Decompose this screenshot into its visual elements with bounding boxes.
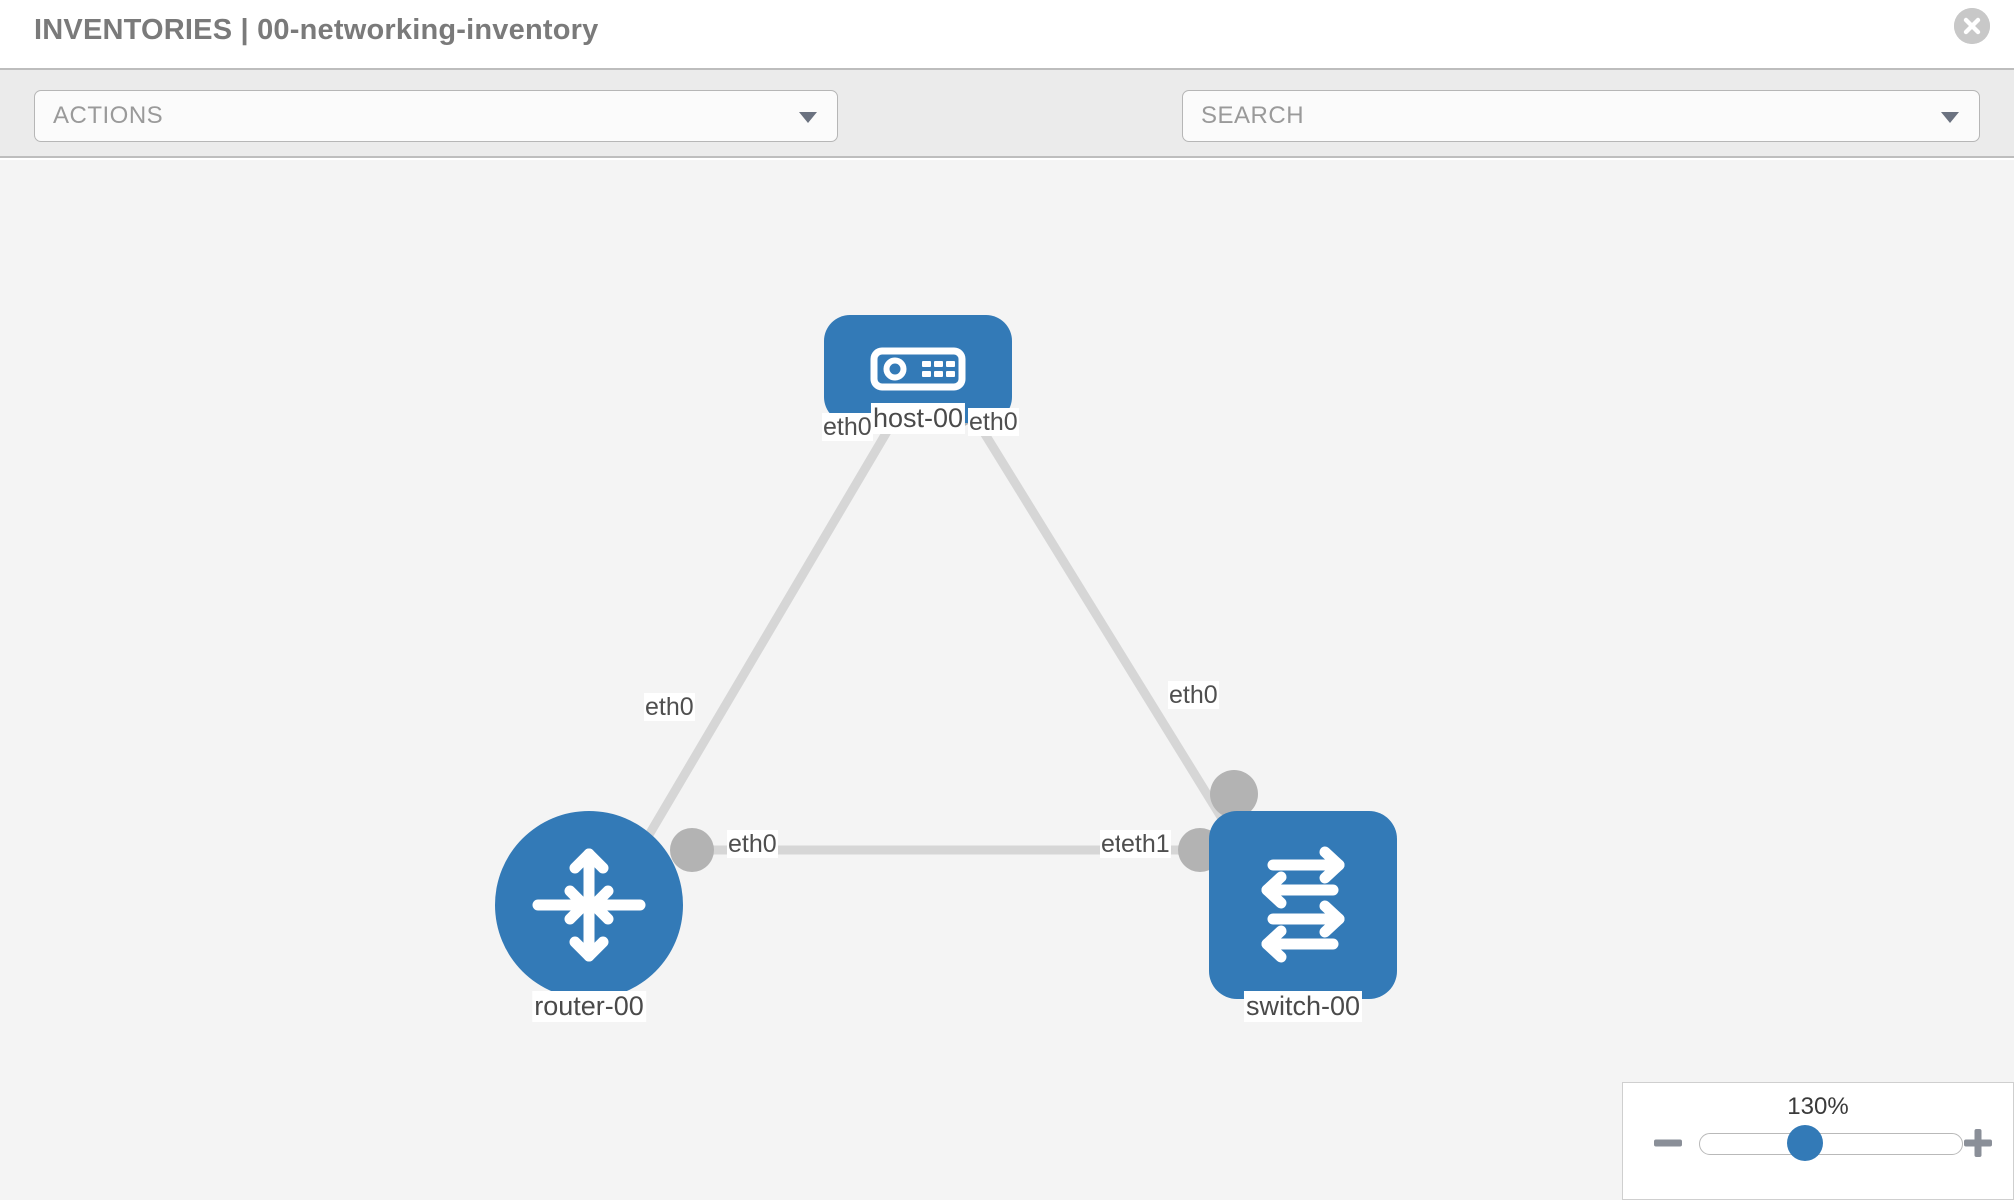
zoom-slider-thumb[interactable] — [1787, 1125, 1823, 1161]
switch-arrows-icon — [1261, 846, 1345, 963]
switch-node-shape[interactable] — [1209, 811, 1397, 999]
edge-label-router-right: eth0 — [727, 830, 778, 858]
edge-host-router — [616, 415, 899, 887]
chevron-down-icon — [1941, 112, 1959, 123]
edge-label-host-right: eth0 — [968, 408, 1019, 436]
edge-host-switch — [971, 415, 1259, 875]
close-icon[interactable] — [1954, 8, 1990, 44]
node-label-router: router-00 — [532, 991, 646, 1022]
edge-label-switch-up: eth0 — [1168, 681, 1219, 709]
chevron-down-icon — [799, 112, 817, 123]
minus-icon[interactable] — [1651, 1126, 1685, 1160]
topology-canvas[interactable]: host-00 — [0, 160, 2014, 1200]
server-icon — [870, 347, 966, 391]
page-title: INVENTORIES | 00-networking-inventory — [34, 14, 599, 46]
connector-router-right — [670, 828, 714, 872]
zoom-control-panel: 130% — [1622, 1082, 2014, 1200]
node-router-00[interactable]: router-00 — [495, 811, 683, 1022]
actions-dropdown[interactable]: ACTIONS — [34, 90, 838, 142]
node-label-host: host-00 — [870, 403, 966, 434]
node-switch-00[interactable]: switch-00 — [1209, 811, 1397, 1022]
zoom-level-label: 130% — [1787, 1093, 1849, 1120]
plus-icon[interactable] — [1961, 1126, 1995, 1160]
node-host-00[interactable]: host-00 — [824, 315, 1012, 434]
actions-dropdown-label: ACTIONS — [53, 102, 164, 129]
router-node-shape[interactable] — [495, 811, 683, 999]
zoom-slider-track[interactable] — [1699, 1133, 1963, 1155]
search-placeholder: SEARCH — [1201, 102, 1305, 129]
edge-label-host-left: eth0 — [822, 413, 873, 441]
toolbar: ACTIONS SEARCH — [0, 68, 2014, 200]
page-header: INVENTORIES | 00-networking-inventory — [0, 0, 2014, 68]
edge-label-switch-left-b: eth1 — [1120, 830, 1171, 858]
topology-edges — [616, 415, 1259, 887]
edge-label-router-up: eth0 — [644, 693, 695, 721]
connector-switch-top — [1210, 770, 1258, 818]
node-label-switch: switch-00 — [1243, 991, 1363, 1022]
router-arrows-icon — [532, 848, 646, 962]
topology-connectors — [670, 387, 1258, 872]
search-input[interactable]: SEARCH — [1182, 90, 1980, 142]
